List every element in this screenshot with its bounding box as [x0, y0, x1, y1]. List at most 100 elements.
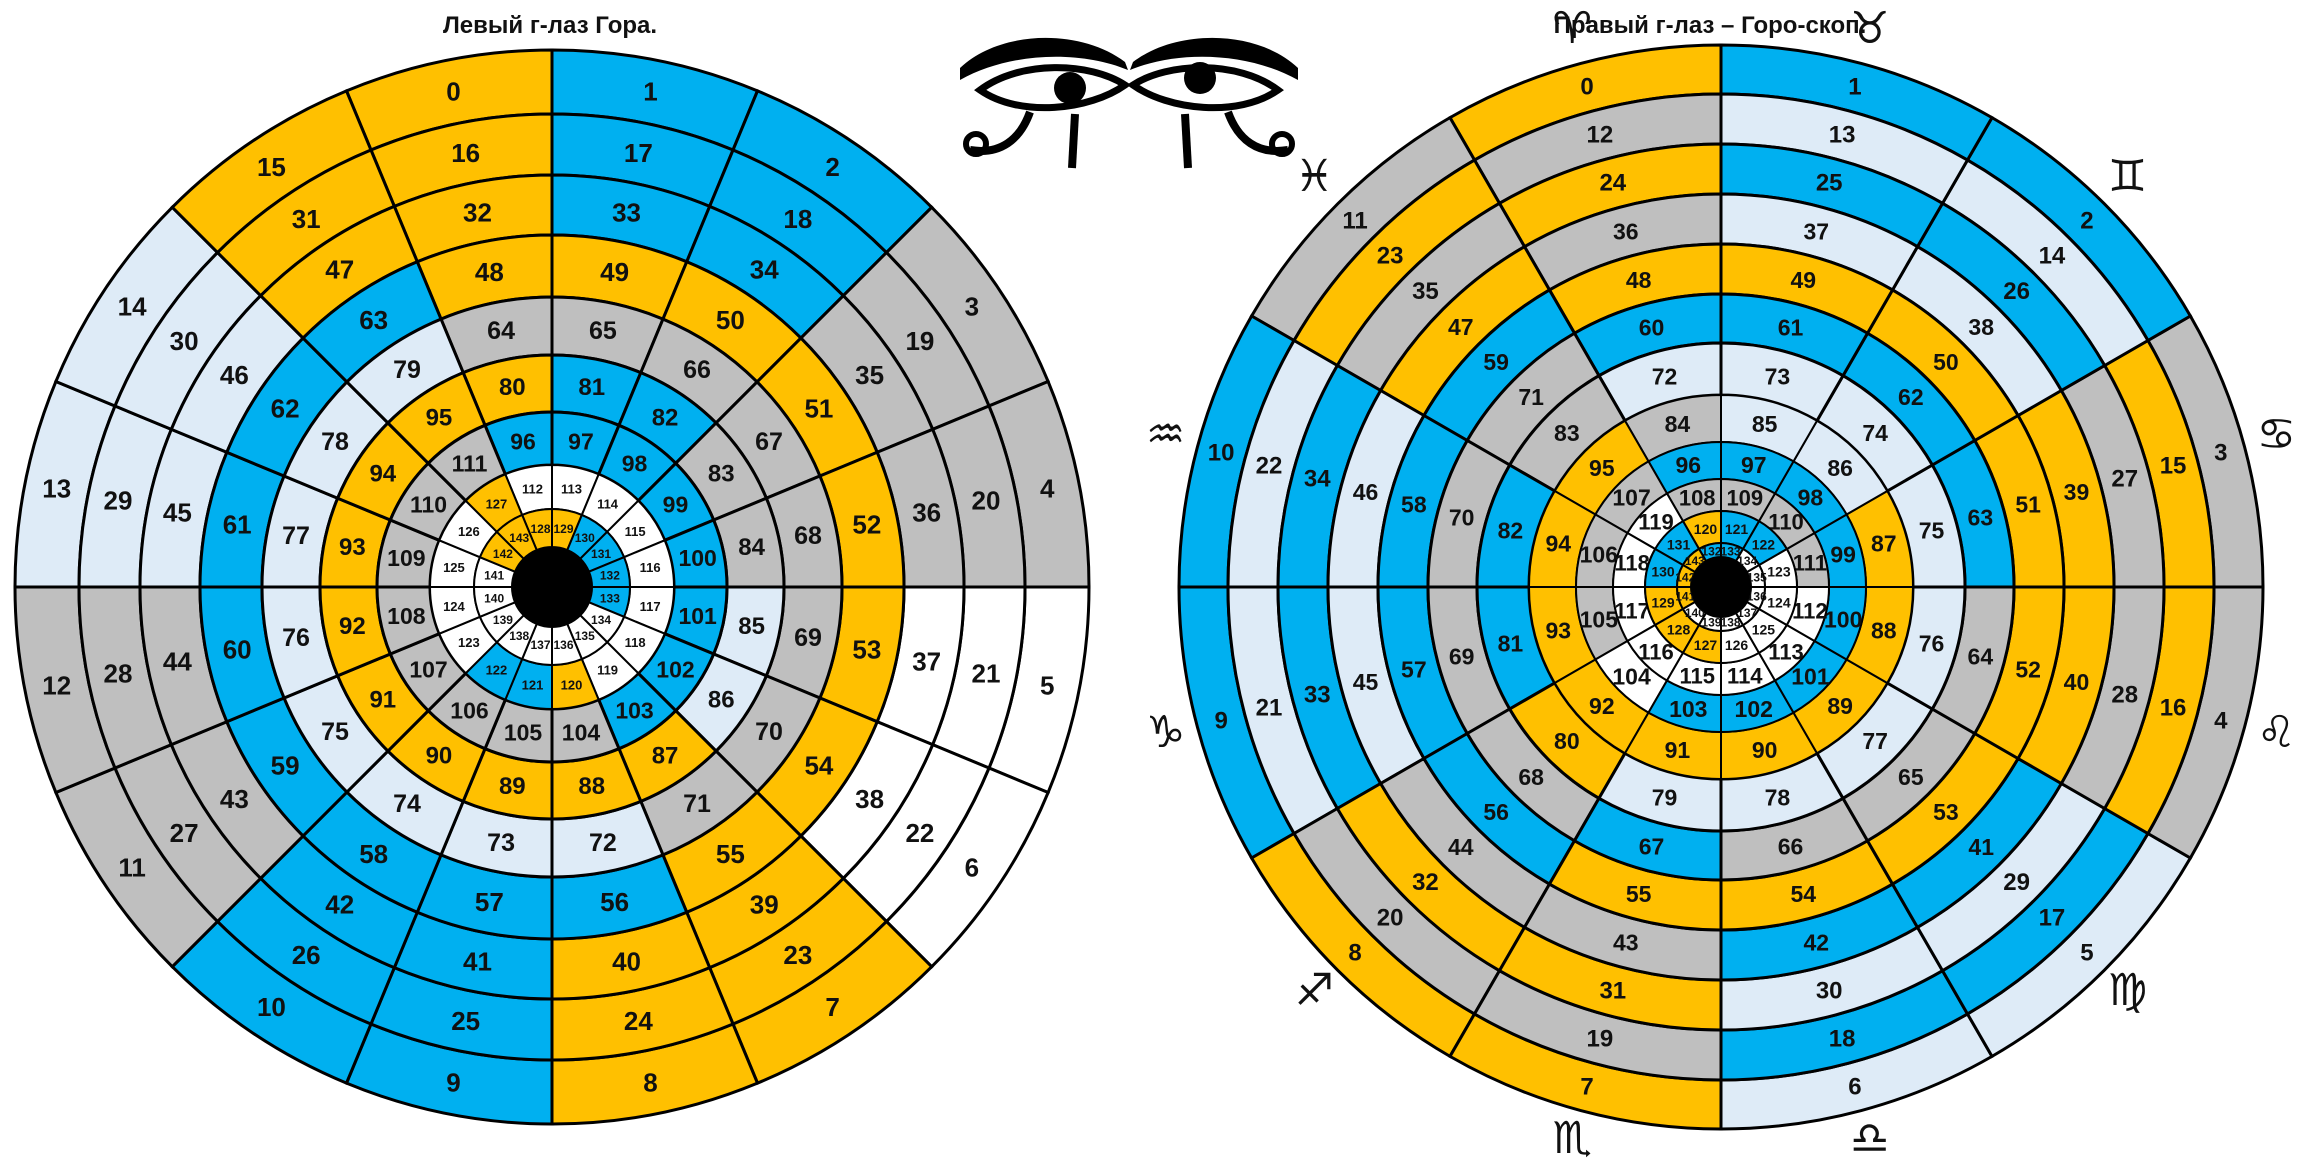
- right-cell-number: 40: [2064, 669, 2090, 695]
- right-cell-number: 57: [1401, 656, 1427, 682]
- right-cell-number: 71: [1518, 384, 1544, 410]
- left-cell-number: 91: [369, 687, 396, 714]
- left-cell-number: 136: [553, 638, 573, 652]
- right-cell-number: 49: [1791, 267, 1817, 293]
- left-cell-number: 12: [42, 671, 71, 701]
- right-cell-number: 33: [1304, 682, 1331, 709]
- right-cell-number: 105: [1580, 607, 1619, 633]
- left-cell-number: 3: [965, 291, 979, 321]
- right-cell-number: 123: [1767, 563, 1791, 579]
- left-cell-number: 21: [972, 658, 1001, 688]
- left-cell-number: 120: [561, 678, 583, 693]
- right-cell-number: 86: [1827, 455, 1853, 481]
- left-cell-number: 27: [170, 818, 199, 848]
- sagittarius-icon: ♐: [1294, 964, 1335, 1016]
- right-cell-number: 134: [1737, 554, 1757, 568]
- right-cell-number: 102: [1735, 696, 1773, 722]
- right-cell-number: 93: [1545, 618, 1571, 644]
- left-cell-number: 50: [716, 305, 745, 335]
- left-cell-number: 31: [292, 204, 321, 234]
- left-cell-number: 116: [640, 560, 661, 575]
- right-cell-number: 132: [1701, 544, 1721, 558]
- left-cell-number: 5: [1040, 671, 1054, 701]
- left-cell-number: 126: [458, 524, 480, 539]
- right-cell-number: 104: [1612, 663, 1651, 689]
- right-cell-number: 61: [1778, 315, 1804, 341]
- right-cell-number: 122: [1752, 537, 1776, 553]
- right-cell-number: 77: [1862, 728, 1888, 754]
- right-cell-number: 98: [1798, 485, 1824, 511]
- right-cell-number: 130: [1651, 563, 1675, 579]
- right-cell-number: 23: [1377, 243, 1404, 270]
- left-cell-number: 102: [656, 657, 694, 683]
- right-cell-number: 136: [1747, 590, 1767, 604]
- left-cell-number: 20: [972, 486, 1001, 516]
- left-cell-number: 132: [600, 568, 620, 582]
- left-cell-number: 72: [589, 829, 617, 857]
- left-cell-number: 40: [612, 947, 641, 977]
- left-cell-number: 37: [912, 647, 941, 677]
- left-cell-number: 128: [530, 522, 550, 536]
- left-cell-number: 123: [458, 635, 480, 650]
- left-cell-number: 115: [625, 524, 646, 539]
- right-cell-number: 113: [1768, 640, 1804, 665]
- right-cell-number: 21: [1256, 695, 1283, 722]
- left-cell-number: 117: [640, 599, 661, 614]
- right-cell-number: 142: [1675, 570, 1695, 584]
- left-cell-number: 94: [369, 460, 396, 487]
- right-cell-number: 73: [1765, 363, 1791, 389]
- left-cell-number: 55: [716, 839, 745, 869]
- left-cell-number: 140: [484, 592, 504, 606]
- left-cell-number: 90: [426, 743, 453, 770]
- left-cell-number: 111: [452, 451, 488, 477]
- left-cell-number: 112: [522, 481, 543, 496]
- right-cell-number: 126: [1725, 637, 1749, 653]
- left-cell-number: 0: [446, 77, 460, 107]
- left-cell-number: 64: [487, 317, 515, 345]
- right-cell-number: 121: [1725, 521, 1749, 537]
- left-cell-number: 44: [163, 647, 192, 677]
- right-cell-number: 129: [1651, 595, 1675, 611]
- right-cell-number: 96: [1675, 452, 1701, 478]
- right-cell-number: 133: [1721, 544, 1741, 558]
- left-cell-number: 93: [339, 534, 366, 561]
- right-cell-number: 111: [1793, 551, 1827, 576]
- right-cell-number: 106: [1580, 541, 1618, 567]
- right-cell-number: 97: [1741, 452, 1767, 478]
- right-cell-number: 28: [2111, 682, 2138, 709]
- right-cell-number: 116: [1638, 640, 1674, 665]
- right-cell-number: 2: [2080, 208, 2093, 235]
- right-cell-number: 10: [1208, 440, 1235, 467]
- left-cell-number: 2: [825, 152, 839, 182]
- right-cell-number: 7: [1580, 1073, 1593, 1100]
- aries-icon: ♈: [1552, 2, 1592, 54]
- right-cell-number: 1: [1848, 74, 1861, 101]
- aquarius-icon: ♒: [1145, 409, 1186, 461]
- right-cell-number: 141: [1675, 590, 1695, 604]
- right-cell-number: 112: [1792, 598, 1828, 623]
- left-cell-number: 83: [708, 460, 735, 487]
- left-cell-number: 138: [509, 629, 529, 643]
- right-cell-number: 24: [1599, 170, 1626, 197]
- left-cell-number: 84: [738, 534, 765, 561]
- eye-of-horus-right-icon: [1126, 37, 1298, 169]
- left-cell-number: 11: [118, 853, 146, 883]
- right-cell-number: 84: [1665, 411, 1691, 437]
- right-cell-number: 20: [1377, 904, 1404, 931]
- left-cell-number: 127: [486, 496, 508, 511]
- left-cell-number: 54: [804, 750, 833, 780]
- right-cell-number: 11: [1342, 208, 1367, 235]
- left-cell-number: 61: [223, 509, 252, 539]
- right-cell-number: 128: [1667, 621, 1691, 637]
- right-cell-number: 117: [1614, 598, 1650, 623]
- right-cell-number: 54: [1791, 881, 1817, 907]
- left-cell-number: 29: [104, 486, 133, 516]
- right-cell-number: 75: [1919, 518, 1945, 544]
- right-cell-number: 115: [1679, 663, 1715, 688]
- left-cell-number: 135: [575, 629, 595, 643]
- right-cell-number: 47: [1448, 314, 1474, 340]
- left-cell-number: 59: [271, 750, 300, 780]
- left-cell-number: 67: [755, 428, 783, 456]
- right-cell-number: 127: [1694, 637, 1718, 653]
- left-cell-number: 125: [443, 560, 465, 575]
